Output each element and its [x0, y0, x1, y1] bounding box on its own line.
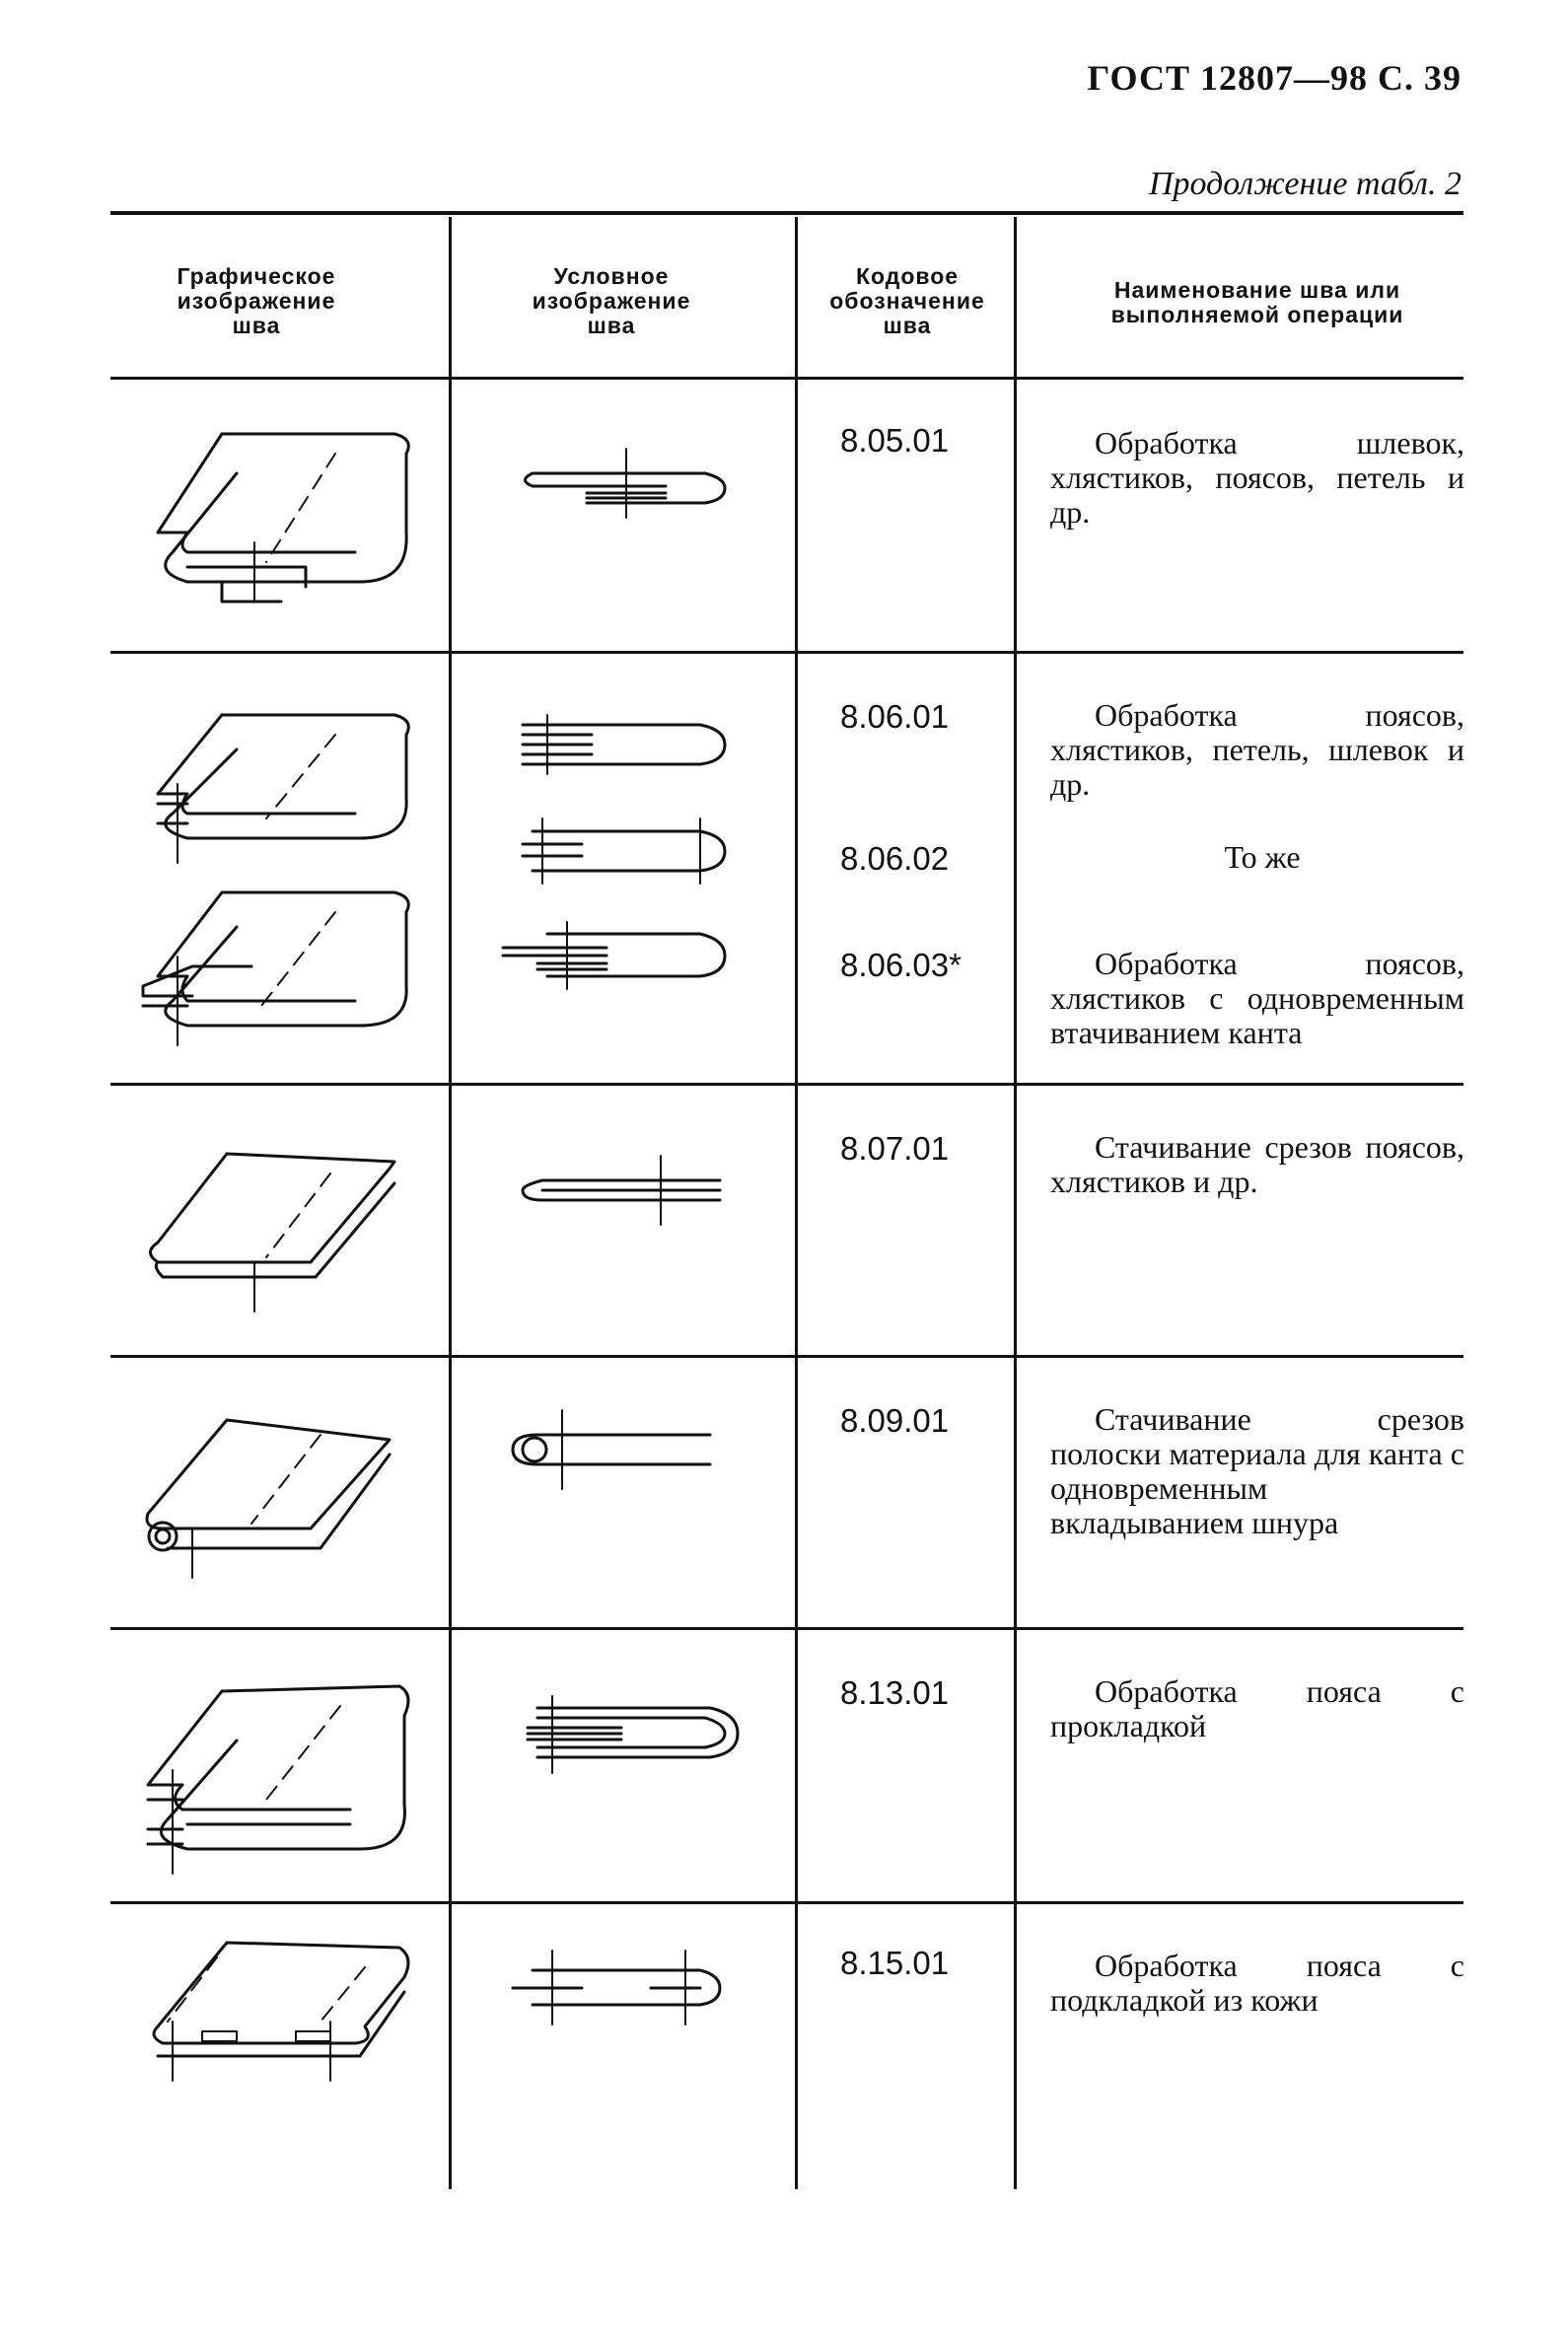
- seam-code: 8.06.03*: [840, 947, 962, 983]
- column-divider: [1014, 217, 1017, 2189]
- seam-code: 8.05.01: [840, 422, 950, 459]
- seam-code: 8.09.01: [840, 1402, 950, 1439]
- row-rule: [110, 1901, 1463, 1904]
- seam-code: 8.06.02: [840, 840, 950, 877]
- seam-description: Стачивание срезов поясов, хлястиков и др…: [1050, 1129, 1464, 1199]
- seam-graphic-8-15-01: [152, 1941, 410, 2082]
- seam-symbol-8-13-01: [526, 1695, 740, 1774]
- seam-graphic-8-06-03: [141, 890, 410, 1046]
- seam-graphic-8-09-01: [145, 1418, 392, 1579]
- table-continuation-label: Продолжение табл. 2: [1148, 166, 1461, 202]
- seam-code: 8.15.01: [840, 1945, 950, 1981]
- seam-symbol-8-09-01: [511, 1409, 712, 1490]
- column-header-code: Кодовое обозначение шва: [829, 263, 985, 338]
- seam-code: 8.06.01: [840, 698, 950, 735]
- seam-description: Обработка шлевок, хлястиков, поясов, пет…: [1050, 425, 1464, 530]
- column-divider: [795, 217, 798, 2189]
- page-reference: ГОСТ 12807—98 С. 39: [1087, 58, 1461, 98]
- seam-symbol-8-15-01: [511, 1950, 722, 2025]
- row-rule: [110, 651, 1463, 654]
- table-top-rule: [110, 211, 1463, 215]
- column-divider: [449, 217, 452, 2189]
- seam-description: Обработка поясов, хлястиков, петель, шле…: [1050, 697, 1464, 802]
- seam-code: 8.13.01: [840, 1674, 950, 1711]
- seam-description: Обработка пояса с подкладкой из кожи: [1050, 1948, 1464, 2018]
- row-rule: [110, 1083, 1463, 1086]
- seam-description: То же: [1224, 839, 1301, 875]
- seam-description: Обработка пояса с прокладкой: [1050, 1673, 1464, 1743]
- seam-symbol-8-06-01: [521, 714, 727, 775]
- column-header-graphic: Графическое изображение шва: [177, 263, 336, 338]
- seam-symbol-8-06-02: [521, 817, 727, 885]
- row-rule: [110, 1627, 1463, 1630]
- column-header-symbol: Условное изображение шва: [532, 263, 691, 338]
- column-header-name: Наименование шва или выполняемой операци…: [1110, 277, 1404, 327]
- seam-description: Стачивание срезов полоски материала для …: [1050, 1401, 1464, 1540]
- seam-symbol-8-06-03: [501, 921, 727, 990]
- seam-graphic-8-13-01: [146, 1684, 410, 1875]
- seam-graphic-8-07-01: [149, 1152, 396, 1313]
- seam-symbol-8-07-01: [521, 1155, 722, 1226]
- seam-symbol-8-05-01: [524, 448, 727, 519]
- seam-graphic-8-05-01: [156, 432, 410, 604]
- row-rule: [110, 1355, 1463, 1358]
- seam-graphic-8-06-01: [156, 713, 410, 864]
- seam-description: Обработка поясов, хлястиков с одновремен…: [1050, 946, 1464, 1050]
- header-bottom-rule: [110, 377, 1463, 380]
- seam-code: 8.07.01: [840, 1130, 950, 1167]
